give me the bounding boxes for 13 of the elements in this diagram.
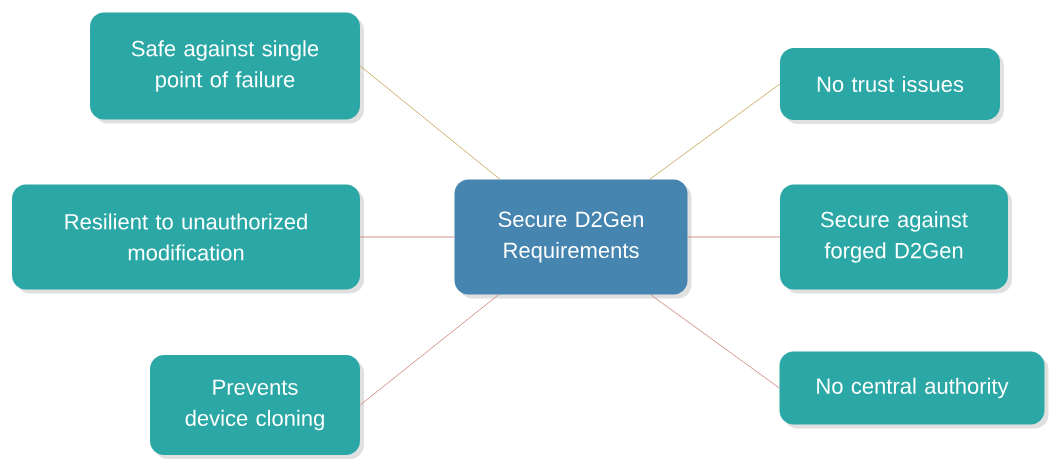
requirement-box: Safe against single point of failure: [90, 12, 364, 124]
requirement-box: No trust issues: [780, 48, 1004, 124]
requirement-box: Prevents device cloning: [150, 355, 364, 459]
requirement-box: Secure against forged D2Gen: [780, 184, 1012, 294]
connector-line: [687, 236, 781, 238]
connector-line: [359, 236, 455, 238]
requirement-box: No central authority: [779, 351, 1049, 429]
connector-line: [649, 83, 781, 180]
connector-line: [650, 294, 780, 389]
connector-line: [359, 65, 501, 180]
connector-line: [359, 294, 500, 406]
central-box: Secure D2Gen Requirements: [454, 179, 692, 299]
requirement-box: Resilient to unauthorized modification: [12, 184, 364, 294]
